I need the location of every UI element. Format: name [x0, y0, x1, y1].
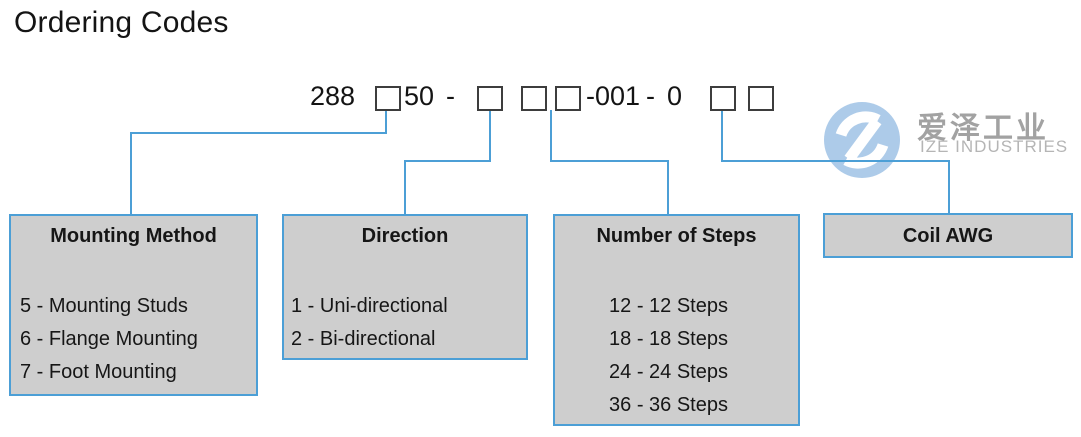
connector-segment	[550, 110, 552, 162]
code-separator-1: -	[446, 81, 455, 111]
category-box-mounting-method: Mounting Method 5 - Mounting Studs 6 - F…	[9, 214, 258, 396]
code-prefix: 288	[310, 81, 356, 111]
list-item: 2 - Bi-directional	[291, 328, 436, 350]
connector-segment	[404, 160, 406, 216]
list-item: 5 - Mounting Studs	[20, 295, 188, 317]
list-item: 18 - 18 Steps	[609, 328, 728, 350]
connector-segment	[404, 160, 491, 162]
ize-industries-logo-icon	[824, 102, 900, 178]
code-box-awg-ones	[748, 86, 774, 111]
connector-segment	[667, 160, 669, 216]
code-fixed-50: 50	[404, 81, 435, 111]
category-title: Mounting Method	[50, 225, 217, 247]
list-item: 6 - Flange Mounting	[20, 328, 198, 350]
code-box-awg-tens	[710, 86, 736, 111]
category-box-number-of-steps: Number of Steps 12 - 12 Steps 18 - 18 St…	[553, 214, 800, 426]
category-title: Direction	[361, 225, 449, 247]
category-box-coil-awg: Coil AWG	[823, 213, 1073, 258]
connector-segment	[489, 110, 491, 162]
page-title: Ordering Codes	[14, 6, 229, 39]
category-title: Coil AWG	[902, 224, 994, 247]
watermark-company-name-cn: 爱泽工业	[917, 112, 1049, 145]
code-fixed-0: 0	[667, 81, 683, 111]
category-items: 1 - Uni-directional 2 - Bi-directional	[284, 290, 526, 356]
list-item: 1 - Uni-directional	[291, 295, 448, 317]
category-items: 5 - Mounting Studs 6 - Flange Mounting 7…	[11, 290, 256, 389]
list-item: 24 - 24 Steps	[609, 361, 728, 383]
category-title: Number of Steps	[596, 225, 757, 247]
connector-segment	[385, 110, 387, 134]
code-box-steps-ones	[555, 86, 581, 111]
connector-segment	[130, 132, 387, 134]
code-separator-2: -	[646, 81, 655, 111]
connector-segment	[721, 160, 950, 162]
category-box-direction: Direction 1 - Uni-directional 2 - Bi-dir…	[282, 214, 528, 360]
list-item: 36 - 36 Steps	[609, 394, 728, 416]
code-box-steps-tens	[521, 86, 547, 111]
connector-segment	[948, 160, 950, 215]
connector-segment	[721, 110, 723, 162]
connector-segment	[550, 160, 669, 162]
connector-segment	[130, 132, 132, 216]
code-box-direction	[477, 86, 503, 111]
list-item: 7 - Foot Mounting	[20, 361, 177, 383]
category-items: 12 - 12 Steps 18 - 18 Steps 24 - 24 Step…	[555, 290, 798, 422]
code-fixed-001: -001	[586, 81, 641, 111]
watermark-company-name-en: IZE INDUSTRIES	[920, 137, 1069, 156]
list-item: 12 - 12 Steps	[609, 295, 728, 317]
code-box-mounting-method	[375, 86, 401, 111]
